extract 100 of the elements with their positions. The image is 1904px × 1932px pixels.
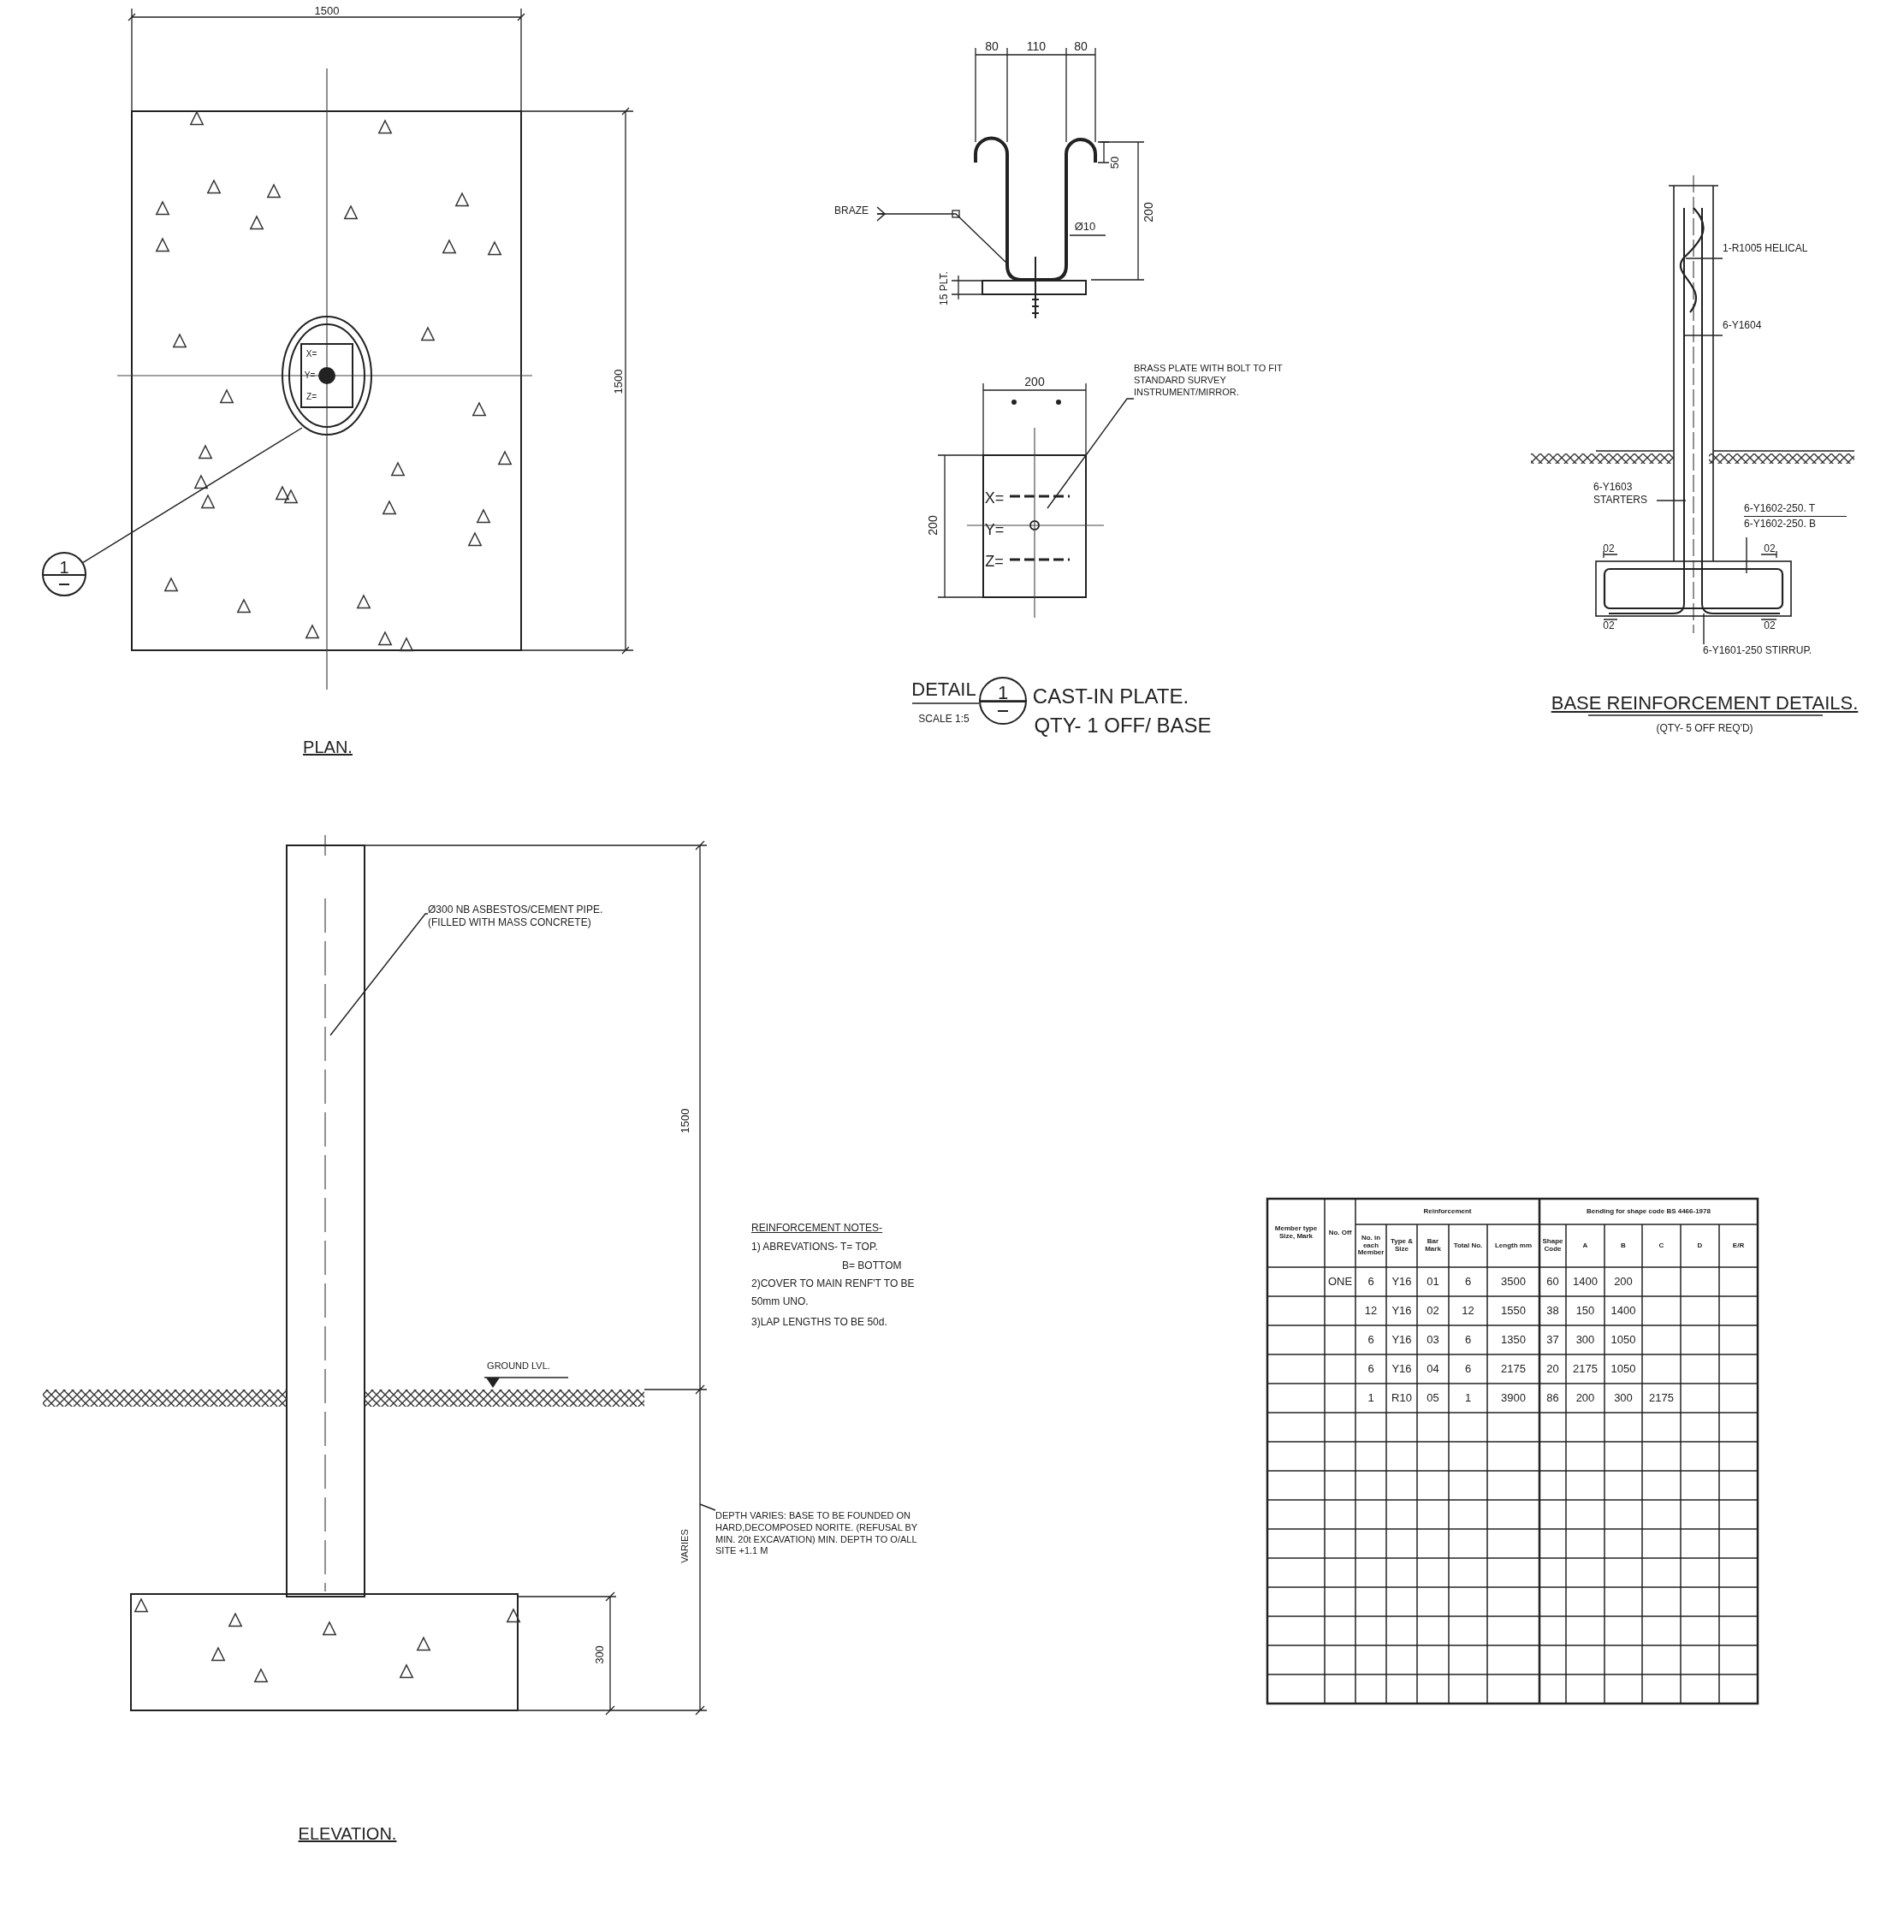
column-header: D bbox=[1697, 1242, 1703, 1250]
table-value: 200 bbox=[1614, 1275, 1633, 1289]
drawing-label: 110 bbox=[1026, 40, 1047, 52]
table-value: 12 bbox=[1364, 1304, 1378, 1318]
table-value: 6 bbox=[1367, 1275, 1374, 1289]
drawing-label: 50 bbox=[1108, 156, 1120, 169]
table-value: 1050 bbox=[1610, 1333, 1636, 1347]
leader-label: 1-R1005 HELICAL bbox=[1723, 242, 1818, 258]
table-value: 03 bbox=[1427, 1333, 1439, 1347]
drawing-label: VARIES bbox=[679, 1529, 690, 1563]
drawing-label: 1) ABREVATIONS- T= TOP. bbox=[751, 1242, 878, 1252]
table-value: 200 bbox=[1575, 1391, 1595, 1405]
drawing-label: 50mm UNO. bbox=[751, 1296, 809, 1307]
callout-bubble bbox=[979, 677, 1027, 725]
table-value: Y16 bbox=[1391, 1275, 1412, 1289]
table-value: 6 bbox=[1367, 1362, 1374, 1376]
drawing-label: Y= bbox=[984, 522, 1005, 537]
table-value: 1550 bbox=[1501, 1304, 1526, 1318]
column-header: No. Off bbox=[1328, 1229, 1352, 1237]
leader-line bbox=[329, 913, 429, 1036]
table-value: 12 bbox=[1462, 1304, 1474, 1318]
drawing-label: 1500 bbox=[314, 4, 340, 16]
column-header: B bbox=[1621, 1242, 1626, 1250]
table-value: 2175 bbox=[1649, 1391, 1674, 1405]
table-value: 300 bbox=[1575, 1333, 1595, 1347]
table-value: 3900 bbox=[1501, 1391, 1526, 1405]
drawing-label: B= BOTTOM bbox=[842, 1260, 902, 1271]
leader-label: 6-Y1604 bbox=[1723, 319, 1776, 335]
leader-line bbox=[1703, 613, 1705, 645]
table-value: 01 bbox=[1427, 1275, 1439, 1289]
leader-label: BRASS PLATE WITH BOLT TO FIT STANDARD SURVEY INSTRUMENT/MIRROR. bbox=[1134, 363, 1288, 418]
table-value: 2175 bbox=[1501, 1362, 1526, 1376]
table-value: ONE bbox=[1327, 1275, 1353, 1289]
drawing-label: X= bbox=[984, 490, 1005, 506]
leader-label: 6-Y1602-250. B bbox=[1744, 516, 1818, 531]
drawing-label: GROUND LVL. bbox=[487, 1360, 550, 1371]
leader-label: BRAZE bbox=[834, 204, 877, 220]
table-value: R10 bbox=[1391, 1391, 1412, 1405]
table-value: 02 bbox=[1427, 1304, 1439, 1318]
drawing-label: 1500 bbox=[612, 369, 624, 394]
drawing-title: REINFORCEMENT NOTES- bbox=[751, 1223, 883, 1233]
table-value: 38 bbox=[1546, 1304, 1559, 1318]
column-header: Shape Code bbox=[1541, 1238, 1564, 1253]
drawing-label: 200 bbox=[927, 515, 939, 536]
callout-bubble bbox=[42, 552, 86, 596]
column-header: C bbox=[1658, 1242, 1664, 1250]
table-value: 04 bbox=[1427, 1362, 1439, 1376]
drawing-label: QTY- 1 OFF/ BASE bbox=[1034, 715, 1212, 736]
leader-line bbox=[1685, 258, 1723, 259]
drawing-label: 02 bbox=[1603, 620, 1615, 631]
drawing-label: (QTY- 5 OFF REQ'D) bbox=[1656, 723, 1753, 733]
leader-label: Ø300 NB ASBESTOS/CEMENT PIPE. (FILLED WITH MASS CONCRETE) bbox=[428, 904, 642, 934]
leader-line bbox=[699, 1503, 716, 1511]
drawing-label: 15 PLT. bbox=[939, 271, 949, 305]
table-value: 300 bbox=[1614, 1391, 1633, 1405]
table-value: 1050 bbox=[1610, 1362, 1636, 1376]
column-header: No. in each Member bbox=[1357, 1234, 1385, 1258]
drawing-label: 200 bbox=[1024, 376, 1045, 388]
column-header: Type & Size bbox=[1389, 1238, 1415, 1253]
table-value: 1350 bbox=[1501, 1333, 1526, 1347]
column-header: Total No. bbox=[1453, 1242, 1483, 1250]
drawing-label: 300 bbox=[593, 1645, 605, 1664]
drawing-label: 1500 bbox=[679, 1108, 691, 1134]
drawing-label: Ø10 bbox=[1074, 220, 1096, 232]
callout-number: 1 bbox=[59, 559, 69, 576]
leader-line bbox=[876, 206, 1008, 264]
drawing-label: 80 bbox=[985, 40, 999, 52]
table-value: 6 bbox=[1367, 1333, 1374, 1347]
table-value: 2175 bbox=[1573, 1362, 1598, 1376]
leader-line bbox=[1047, 398, 1135, 509]
drawing-title: ELEVATION. bbox=[298, 1825, 397, 1842]
table-value: 6 bbox=[1464, 1362, 1472, 1376]
leader-label: 6-Y1602-250. T bbox=[1744, 501, 1847, 517]
leader-line bbox=[1656, 500, 1687, 501]
column-header: Bar Mark bbox=[1424, 1238, 1442, 1253]
table-value: 60 bbox=[1546, 1275, 1559, 1289]
drawing-label: Z= bbox=[306, 393, 317, 401]
table-value: 1 bbox=[1464, 1391, 1472, 1405]
drawing-label: Z= bbox=[985, 554, 1004, 569]
drawing-label: X= bbox=[305, 350, 317, 359]
drawing-title: PLAN. bbox=[303, 738, 353, 756]
leader-line bbox=[82, 427, 303, 564]
column-header: Bending for shape code BS 4466-1978 bbox=[1587, 1207, 1711, 1216]
table-value: Y16 bbox=[1391, 1362, 1412, 1376]
column-header: A bbox=[1582, 1242, 1588, 1250]
leader-line bbox=[1683, 335, 1723, 336]
table-value: 6 bbox=[1464, 1333, 1472, 1347]
drawing-label: 200 bbox=[1142, 202, 1154, 222]
leader-label: DEPTH VARIES: BASE TO BE FOUNDED ON HARD,DECOMPOSED NORITE. (REFUSAL BY MIN. 20t EXCAVATION) MIN. DEPTH TO O/ALL SITE +1.1 M bbox=[715, 1510, 929, 1565]
table-value: 1400 bbox=[1573, 1275, 1598, 1289]
drawing-label: 3)LAP LENGTHS TO BE 50d. bbox=[751, 1317, 887, 1327]
drawing-label: SCALE 1:5 bbox=[918, 714, 970, 724]
drawing-label: CAST-IN PLATE. bbox=[1032, 686, 1189, 707]
drawing-title: BASE REINFORCEMENT DETAILS. bbox=[1551, 694, 1859, 713]
drawing-label: 2)COVER TO MAIN RENF'T TO BE bbox=[751, 1278, 915, 1289]
column-header: Length mm bbox=[1494, 1242, 1533, 1250]
table-value: 6 bbox=[1464, 1275, 1472, 1289]
table-value: 1 bbox=[1367, 1391, 1374, 1405]
drawing-label: Y= bbox=[304, 371, 316, 380]
table-value: 150 bbox=[1575, 1304, 1595, 1318]
